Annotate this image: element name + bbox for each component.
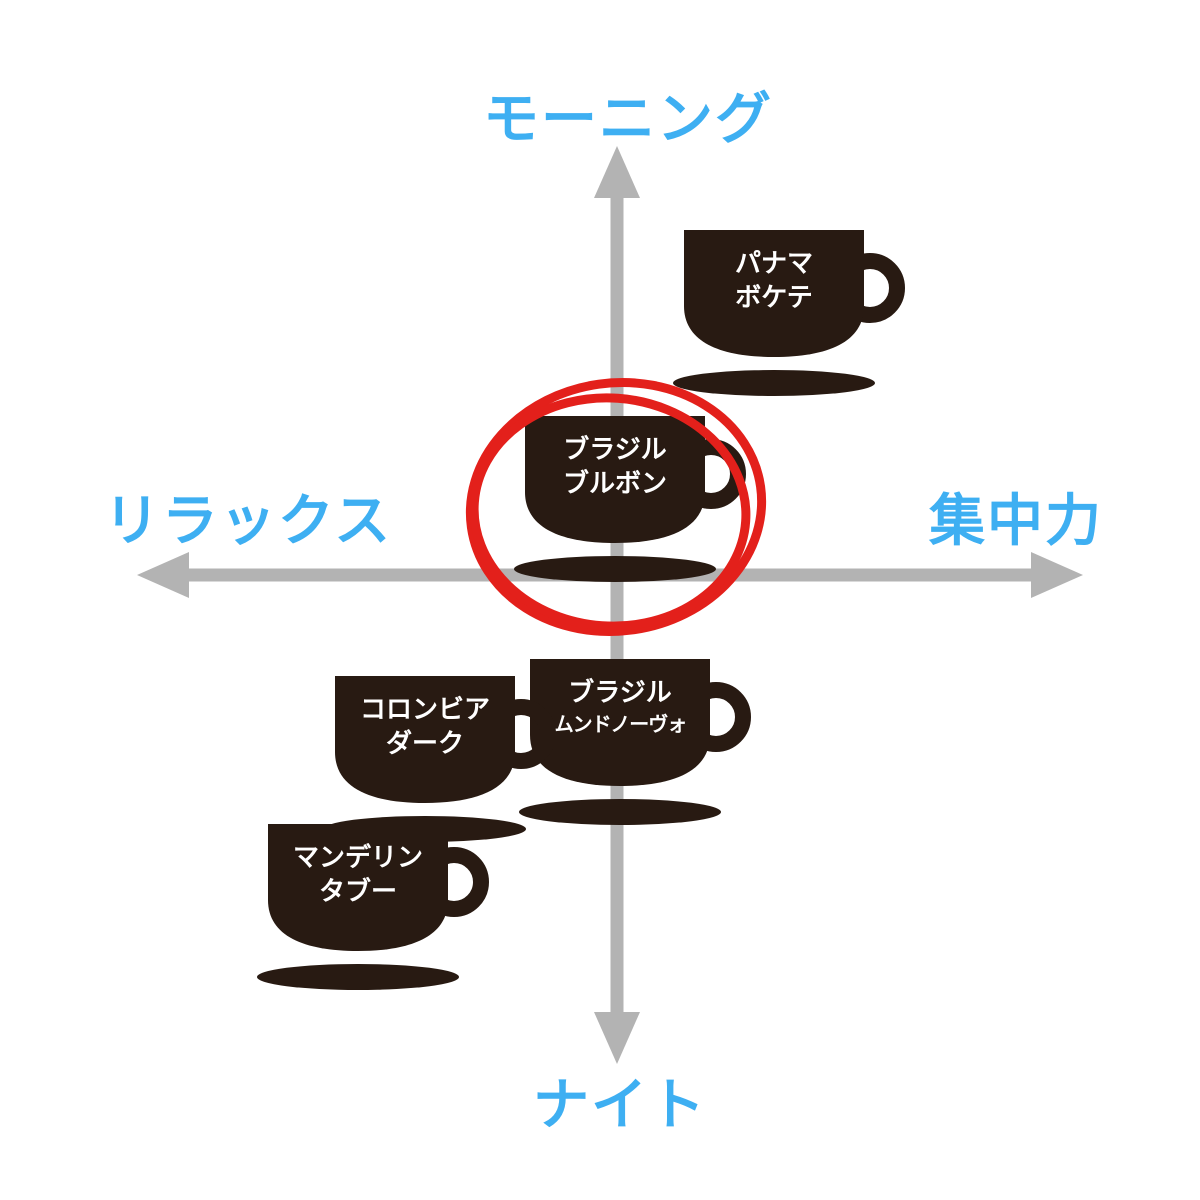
up-arrow-icon bbox=[594, 146, 640, 198]
cup-label: ブラジル ムンドノーヴォ bbox=[530, 677, 710, 737]
right-arrow-icon bbox=[1031, 552, 1083, 598]
coffee-cup-mandheling-tabou: マンデリン タブー bbox=[256, 820, 490, 992]
down-arrow-icon bbox=[594, 1012, 640, 1064]
cup-label-line2: ムンドノーヴォ bbox=[553, 711, 688, 736]
coffee-cup-icon bbox=[519, 659, 751, 825]
coffee-cup-colombia-dark: コロンビア ダーク bbox=[323, 672, 557, 844]
cup-label-line1: ブラジル bbox=[568, 678, 672, 708]
cup-label: マンデリン タブー bbox=[268, 842, 448, 910]
coffee-cup-brazil-mundo-novo: ブラジル ムンドノーヴォ bbox=[518, 655, 752, 827]
cup-label: コロンビア ダーク bbox=[335, 694, 515, 762]
coffee-cup-icon bbox=[257, 824, 489, 990]
cup-label-line1: ブラジル bbox=[563, 435, 667, 465]
cup-label-line1: パナマ bbox=[734, 249, 813, 279]
cup-label: パナマ ボケテ bbox=[684, 248, 864, 316]
axis-label-relax: リラックス bbox=[103, 489, 393, 554]
coffee-cup-panama-boquete: パナマ ボケテ bbox=[672, 226, 906, 398]
cup-label-line2: ブルボン bbox=[562, 468, 667, 499]
coffee-cup-brazil-bourbon: ブラジル ブルボン bbox=[513, 412, 747, 584]
cup-label-line1: マンデリン bbox=[292, 843, 423, 873]
left-arrow-icon bbox=[137, 552, 189, 598]
cup-label-line1: コロンビア bbox=[359, 695, 490, 725]
cup-label-line2: タブー bbox=[318, 876, 397, 907]
axis-label-morning: モーニング bbox=[483, 87, 773, 152]
cup-label-line2: ダーク bbox=[385, 728, 464, 759]
axis-label-night: ナイト bbox=[533, 1073, 707, 1138]
axis-label-focus: 集中力 bbox=[929, 489, 1103, 554]
cup-label-line2: ボケテ bbox=[735, 282, 813, 313]
coffee-cup-icon bbox=[673, 230, 905, 396]
cup-label: ブラジル ブルボン bbox=[525, 434, 705, 502]
